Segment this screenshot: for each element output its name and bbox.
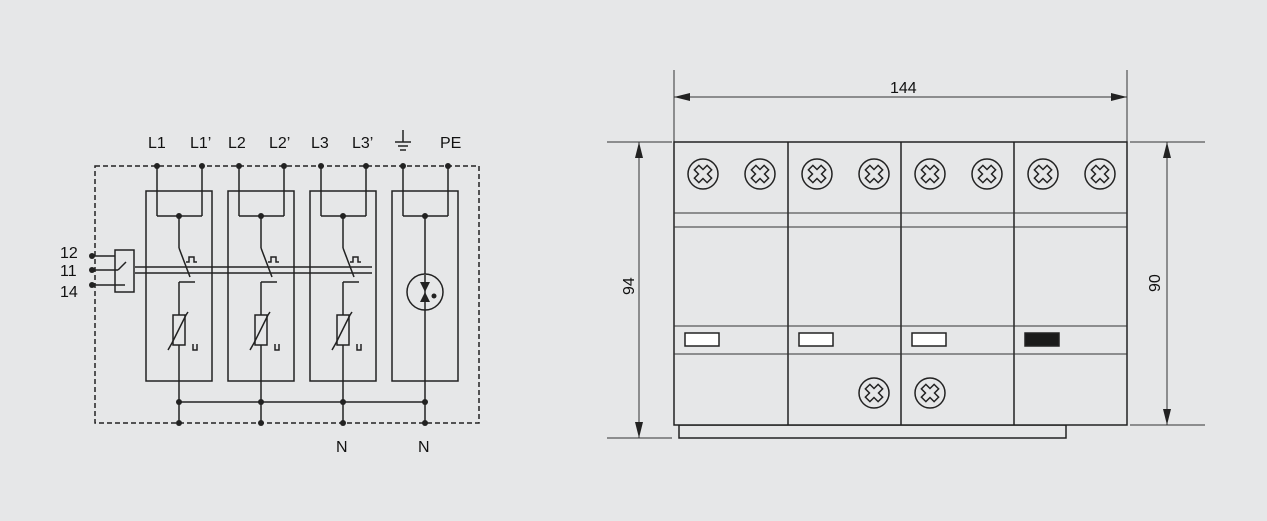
screw-terminal-icon	[914, 158, 946, 190]
din-rail-base	[678, 424, 1067, 439]
terminal-label-l1: L1	[148, 135, 166, 152]
screw-terminal-icon	[858, 158, 890, 190]
aux-contact-label-14: 14	[60, 284, 78, 301]
protection-module-l3	[309, 163, 377, 423]
aux-contact-label-11: 11	[60, 263, 77, 280]
wiring-schematic: L1 L1’ L2 L2’ L3 L3’ PE	[60, 130, 480, 456]
terminal-label-l3-prime: L3’	[352, 135, 373, 152]
status-indicator-3	[911, 332, 947, 347]
neutral-label-right: N	[418, 439, 430, 456]
earth-ground-icon	[395, 130, 411, 151]
spark-gap-icon	[406, 273, 444, 311]
terminal-label-l2-prime: L2’	[269, 135, 290, 152]
screw-terminal-icon	[744, 158, 776, 190]
terminal-label-l2: L2	[228, 135, 246, 152]
screw-terminal-icon	[1027, 158, 1059, 190]
terminal-label-pe: PE	[440, 135, 461, 152]
aux-contact-label-12: 12	[60, 245, 78, 262]
screw-terminal-icon	[971, 158, 1003, 190]
screw-terminal-icon	[687, 158, 719, 190]
screw-terminal-icon	[914, 377, 946, 409]
terminal-label-l1-prime: L1’	[190, 135, 211, 152]
status-indicator-1	[684, 332, 720, 347]
status-indicator-2	[798, 332, 834, 347]
screw-terminals	[687, 158, 1116, 409]
total-height-dimension-label: 94	[621, 277, 638, 295]
remote-signal-contact	[89, 249, 372, 293]
protection-module-npe	[391, 163, 459, 423]
screw-terminal-icon	[858, 377, 890, 409]
screw-terminal-icon	[1084, 158, 1116, 190]
body-height-dimension-label: 90	[1147, 274, 1164, 292]
status-indicator-4	[1024, 332, 1060, 347]
dimension-drawing: 144 94 90	[607, 70, 1205, 439]
width-dimension-label: 144	[890, 80, 917, 97]
protection-module-l2	[227, 163, 295, 423]
protection-module-l1	[145, 163, 213, 423]
screw-terminal-icon	[801, 158, 833, 190]
neutral-label-left: N	[336, 439, 348, 456]
terminal-label-l3: L3	[311, 135, 329, 152]
